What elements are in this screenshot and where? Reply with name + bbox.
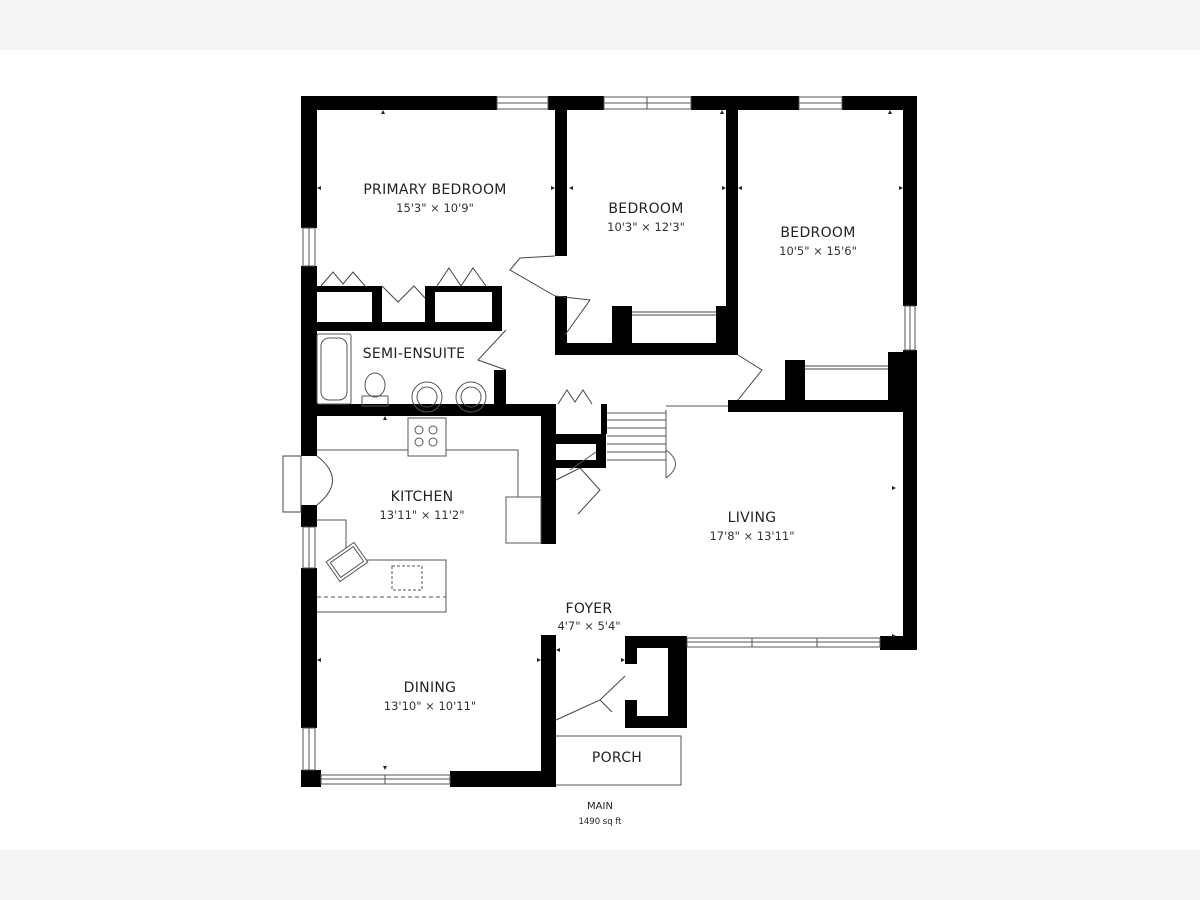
windows — [302, 96, 916, 785]
interior-walls — [301, 96, 917, 544]
kitchen-name: KITCHEN — [391, 489, 454, 505]
bathroom-fixtures — [316, 333, 487, 413]
exterior-walls — [301, 96, 917, 787]
bedroom-3-name: BEDROOM — [780, 225, 855, 241]
foyer-name: FOYER — [566, 601, 613, 617]
living-dims: 17'8" × 13'11" — [709, 529, 794, 543]
dining-name: DINING — [404, 680, 457, 696]
total-area: 1490 sq ft — [578, 817, 622, 827]
porch-outline — [556, 735, 682, 786]
room-labels: PRIMARY BEDROOM 15'3" × 10'9" BEDROOM 10… — [363, 182, 857, 766]
primary-bedroom-name: PRIMARY BEDROOM — [363, 182, 506, 198]
foyer-dims: 4'7" × 5'4" — [557, 619, 620, 633]
level-name: MAIN — [587, 801, 613, 812]
porch-name: PORCH — [592, 750, 642, 766]
kitchen-dims: 13'11" × 11'2" — [379, 508, 464, 522]
top-margin-band — [0, 0, 1200, 50]
bottom-margin-band — [0, 850, 1200, 900]
living-name: LIVING — [728, 510, 777, 526]
bedroom-3-dims: 10'5" × 15'6" — [779, 244, 857, 258]
dimension-ticks — [317, 110, 903, 770]
bedroom-2-dims: 10'3" × 12'3" — [607, 220, 685, 234]
plan-caption: MAIN 1490 sq ft — [578, 801, 622, 827]
doors — [282, 255, 888, 721]
primary-bedroom-dims: 15'3" × 10'9" — [396, 201, 474, 215]
stairs — [569, 405, 728, 479]
kitchen-fixtures — [317, 417, 542, 613]
dining-dims: 13'10" × 10'11" — [384, 699, 476, 713]
bedroom-2-name: BEDROOM — [608, 201, 683, 217]
semi-ensuite-name: SEMI-ENSUITE — [363, 346, 466, 362]
